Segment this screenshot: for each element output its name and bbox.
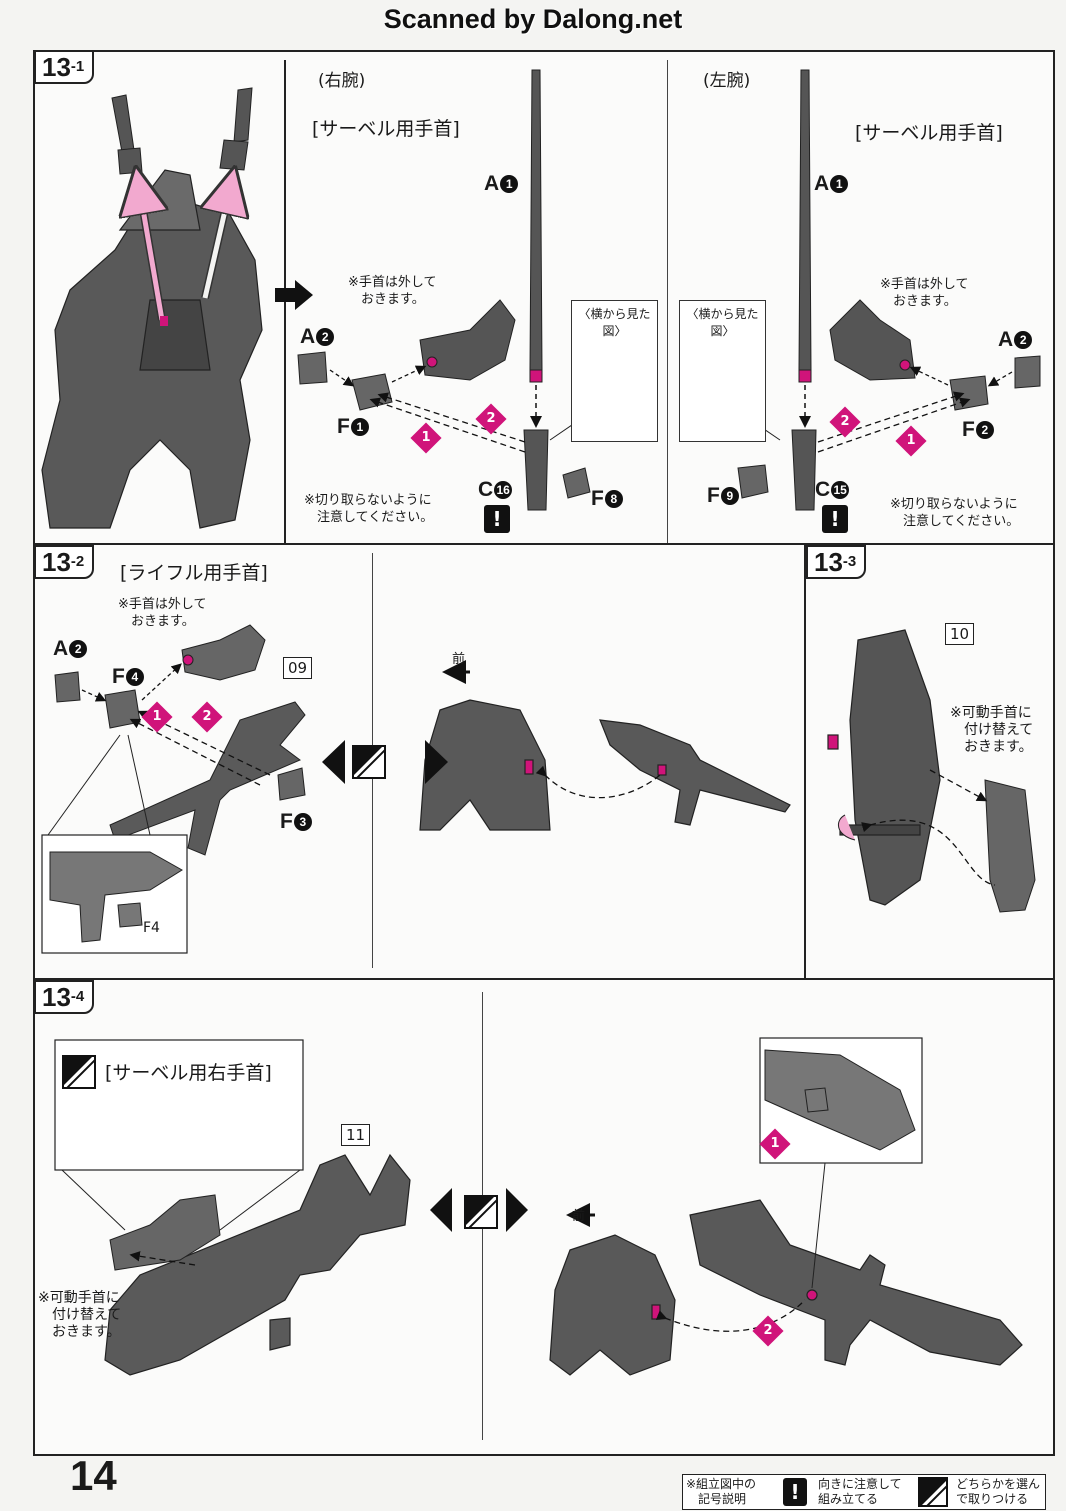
legend-choice-text: どちらかを選ん で取りつける	[956, 1477, 1041, 1506]
bazooka-drawing	[104, 1153, 411, 1376]
note-swap-wrist-bazooka: ※可動手首に 付け替えて おきます。	[38, 1290, 122, 1340]
shield-drawing	[827, 629, 941, 906]
caution-symbol-left: !	[822, 505, 848, 533]
part-tag-09: 09	[283, 657, 313, 679]
order-badge-2-bazooka: 2	[752, 1315, 784, 1347]
caution-note-left: ※切り取らないように 注意してください。	[890, 497, 1020, 529]
watermark: Scanned by Dalong.net	[383, 4, 683, 34]
order-badge-2-left: 2	[829, 406, 861, 438]
divider-row-1	[33, 543, 1053, 545]
divider-row-2	[33, 978, 1053, 980]
note-remove-wrist-rifle: ※手首は外して おきます。	[118, 597, 207, 629]
saber-wrist-left-title: [サーベル用手首]	[855, 122, 1003, 144]
saber-blade-left	[791, 69, 817, 511]
hand-parts-left	[737, 355, 1041, 499]
choice-symbol-bazooka	[464, 1195, 498, 1229]
forearm-right	[419, 299, 516, 381]
step-13-2-header: 13-2	[34, 545, 95, 579]
note-remove-wrist-left: ※手首は外して おきます。	[880, 277, 969, 309]
rear-fin-parts	[111, 87, 253, 175]
right-arm-label: (右腕)	[318, 71, 366, 91]
front-label-rifle: 前	[452, 652, 466, 667]
order-badge-2-rifle: 2	[191, 701, 223, 733]
choice-symbol-saber	[62, 1055, 96, 1089]
legend-caution-symbol: !	[783, 1478, 807, 1506]
legend-title: ※組立図中の 記号説明	[686, 1477, 757, 1506]
forearm-with-wrist	[984, 779, 1036, 913]
beam-rifle-drawing	[109, 701, 306, 856]
part-tag-10: 10	[945, 623, 975, 645]
left-arm-label: (左腕)	[703, 71, 751, 91]
side-view-box-right: 〈横から見た図〉	[571, 300, 658, 442]
symbol-legend	[682, 1474, 1046, 1510]
saber-right-wrist-title: [サーベル用右手首]	[105, 1062, 272, 1084]
caution-symbol-right: !	[484, 505, 510, 533]
note-swap-wrist-shield: ※可動手首に 付け替えて おきます。	[950, 705, 1034, 755]
legend-choice-symbol	[918, 1477, 948, 1507]
divider-13-1-mid	[667, 60, 668, 543]
order-badge-1-rifle: 1	[141, 701, 173, 733]
rifle-hand-parts	[54, 624, 306, 801]
rifle-wrist-title: [ライフル用手首]	[120, 562, 268, 584]
front-label-bazooka: 前	[572, 1209, 586, 1224]
torso-with-rifle	[419, 699, 791, 831]
saber-blade-right	[523, 69, 549, 511]
step-13-1-header: 13-1	[34, 50, 95, 84]
gundam-torso-drawing	[41, 169, 263, 529]
saber-wrist-right-title: [サーベル用手首]	[312, 118, 460, 140]
next-arrow	[275, 280, 313, 310]
step-13-3-header: 13-3	[806, 545, 867, 579]
caution-note-right: ※切り取らないように 注意してください。	[304, 493, 434, 525]
order-badge-2-right: 2	[475, 403, 507, 435]
order-badge-1-right: 1	[410, 422, 442, 454]
order-badge-1-left: 1	[895, 425, 927, 457]
side-view-box-left: 〈横から見た図〉	[679, 300, 766, 442]
note-remove-wrist-right: ※手首は外して おきます。	[348, 275, 437, 307]
choice-symbol-rifle	[352, 745, 386, 779]
part-tag-11: 11	[341, 1124, 371, 1146]
saber-wrist-inset	[54, 1039, 304, 1171]
forearm-left	[829, 299, 916, 381]
torso-with-bazooka	[549, 1199, 1023, 1376]
step-13-4-header: 13-4	[34, 980, 95, 1014]
divider-13-3	[804, 545, 806, 978]
legend-caution-text: 向きに注意して 組み立てる	[818, 1477, 902, 1506]
part-f4-detail: F4	[143, 920, 160, 936]
page-number: 14	[70, 1452, 117, 1499]
order-badge-1-bazooka: 1	[759, 1128, 791, 1160]
